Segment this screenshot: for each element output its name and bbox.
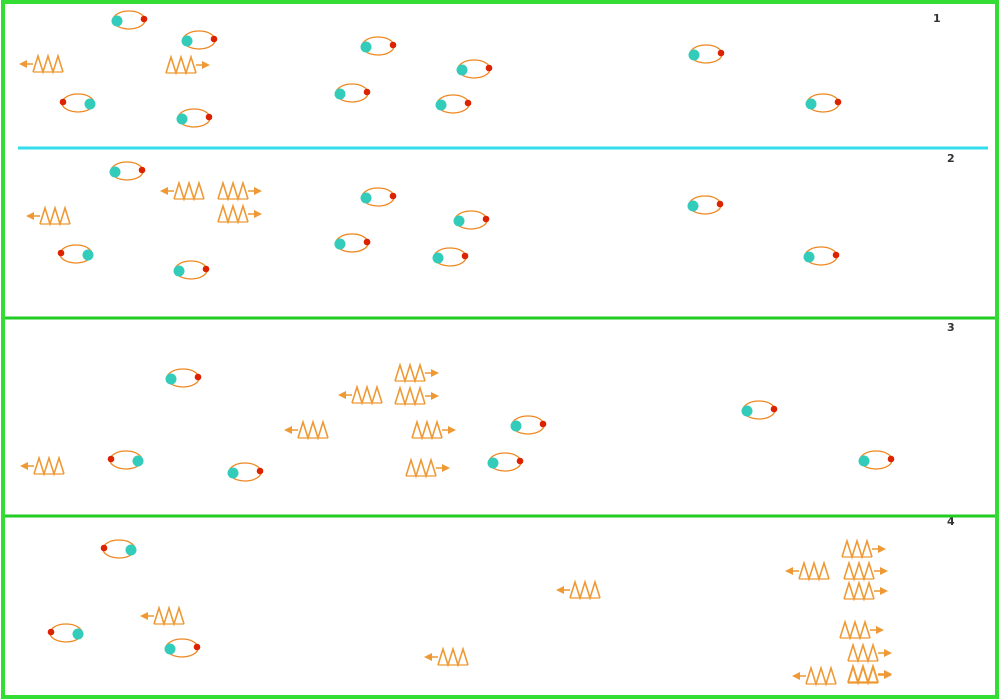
particle-pair-icon [227, 462, 264, 482]
particle-pair-icon [858, 450, 895, 470]
spring-arrow-right-icon [843, 580, 888, 602]
particle-pair-icon [360, 187, 397, 207]
particle-pair-icon [432, 247, 469, 267]
particle-pair-icon [334, 83, 371, 103]
particle-pair-icon [487, 452, 524, 472]
particle-pair-icon [100, 539, 137, 559]
particle-pair-icon [164, 638, 201, 658]
spring-arrow-left-icon [160, 180, 205, 202]
particle-pair-icon [805, 93, 842, 113]
particle-pair-icon [360, 36, 397, 56]
spring-arrow-right-icon [394, 385, 439, 407]
spring-arrow-right-icon [217, 203, 262, 225]
particle-pair-icon [47, 623, 84, 643]
particle-pair-icon [435, 94, 472, 114]
particle-pair-icon [59, 93, 96, 113]
particle-pair-icon [803, 246, 840, 266]
spring-arrow-right-icon [411, 419, 456, 441]
panel-number: 4 [947, 515, 955, 528]
particle-pair-icon [334, 233, 371, 253]
spring-arrow-right-icon [847, 642, 892, 664]
particle-pair-icon [176, 108, 213, 128]
particle-pair-icon [510, 415, 547, 435]
particle-pair-icon [165, 368, 202, 388]
spring-arrow-left-icon [792, 665, 837, 687]
spring-arrow-left-icon [785, 560, 830, 582]
particle-pair-icon [111, 10, 148, 30]
particle-pair-icon [687, 195, 724, 215]
panel-2: 2 [0, 148, 1000, 318]
spring-arrow-right-icon [165, 54, 210, 76]
particle-pair-icon [57, 244, 94, 264]
panel-1: 1 [0, 0, 1000, 148]
spring-arrow-right-icon [394, 362, 439, 384]
spring-arrow-left-icon [424, 646, 469, 668]
spring-arrow-left-icon [338, 384, 383, 406]
particle-pair-icon [109, 161, 146, 181]
spring-arrow-right-icon [405, 457, 450, 479]
panel-3: 3 [0, 318, 1000, 515]
spring-arrow-left-icon [26, 205, 71, 227]
spring-arrow-right-icon [843, 560, 888, 582]
particle-pair-icon [181, 30, 218, 50]
particle-pair-icon [688, 44, 725, 64]
panel-number: 2 [947, 152, 955, 165]
particle-pair-icon [173, 260, 210, 280]
panel-number: 1 [933, 12, 941, 25]
spring-arrow-right-icon [217, 180, 262, 202]
particle-pair-icon [453, 210, 490, 230]
spring-arrow-right-icon [847, 663, 892, 685]
spring-arrow-left-icon [140, 605, 185, 627]
spring-arrow-right-icon [839, 619, 884, 641]
particle-pair-icon [456, 59, 493, 79]
spring-arrow-right-icon [841, 538, 886, 560]
particle-pair-icon [107, 450, 144, 470]
particle-pair-icon [741, 400, 778, 420]
spring-arrow-left-icon [19, 53, 64, 75]
spring-arrow-left-icon [284, 419, 329, 441]
spring-arrow-left-icon [556, 579, 601, 601]
panel-number: 3 [947, 321, 955, 334]
spring-arrow-left-icon [20, 455, 65, 477]
panel-4: 4 [0, 515, 1000, 700]
